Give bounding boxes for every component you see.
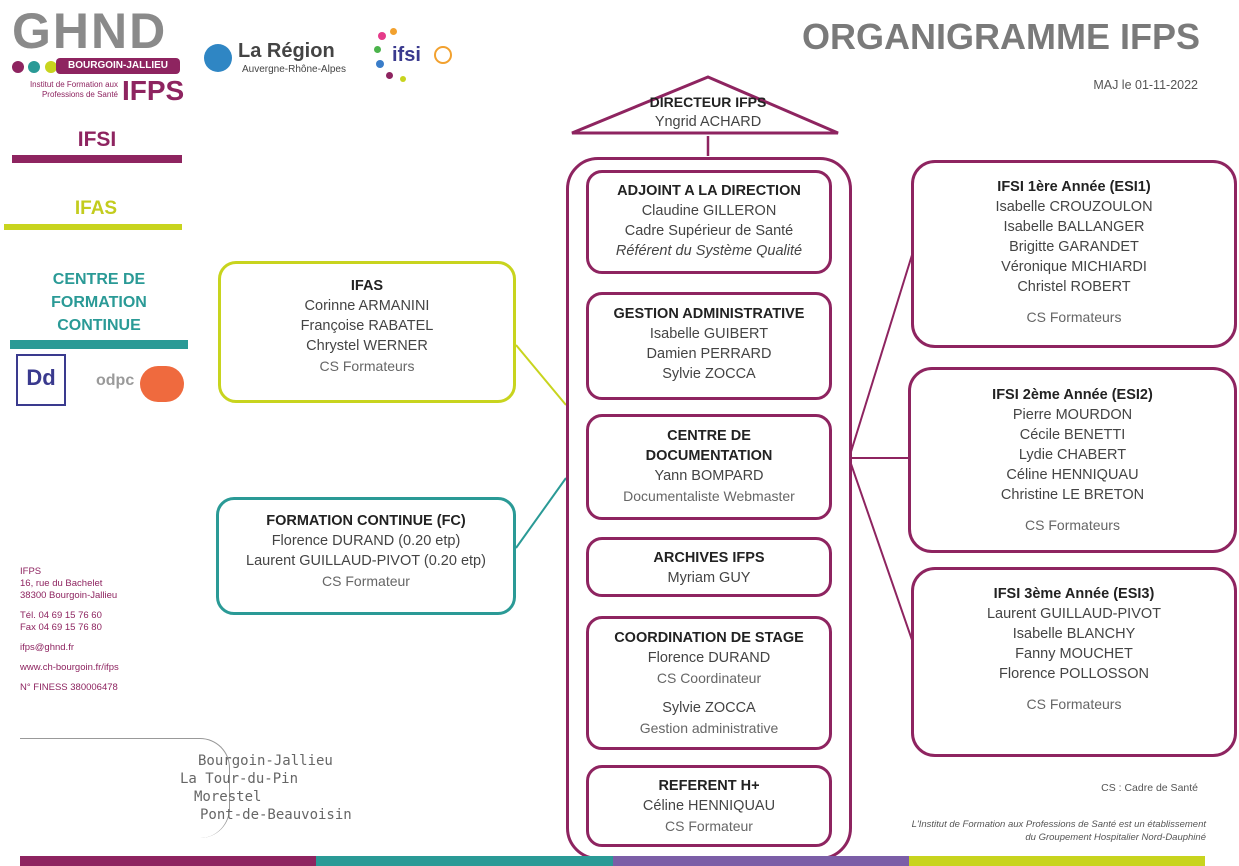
ghnd-wordmark: GHND [12,3,168,59]
email-link[interactable]: ifps@ghnd.fr [20,642,75,653]
formation-continue-box: FORMATION CONTINUE (FC) Florence DURAND … [216,497,516,615]
cs-legend: CS : Cadre de Santé [1101,782,1198,794]
finess-number: N° FINESS 380006478 [20,682,118,693]
odpc-seal [140,366,184,402]
ifsi-logo-seal [434,46,452,64]
region-name: La Région [238,40,335,62]
ifas-box: IFAS Corinne ARMANINI Françoise RABATEL … [218,261,516,403]
sidebar-ifsi-bar [12,155,182,163]
region-icon [204,44,232,72]
referent-box: REFERENT H+ Céline HENNIQUAU CS Formateu… [586,765,832,847]
region-logo: La Région Auvergne-Rhône-Alpes [204,40,349,80]
footer-color-bar [20,856,1205,866]
sidebar-ifas-bar [4,224,182,230]
director-title: DIRECTEUR IFPS [649,94,767,110]
ghnd-city-banner: BOURGOIN-JALLIEU [56,58,180,74]
odpc-logo: odpc [96,366,188,402]
region-sub: Auvergne-Rhône-Alpes [242,64,346,75]
sidebar-cfc-bar [10,340,188,349]
update-date: MAJ le 01-11-2022 [1093,78,1198,92]
ghnd-institut-text: Institut de Formation aux Professions de… [29,80,118,99]
legal-note: L'Institut de Formation aux Professions … [911,819,1206,843]
page-title: ORGANIGRAMME IFPS [801,16,1200,57]
sidebar-ifas-label: IFAS [74,198,118,219]
coordination-box: COORDINATION DE STAGE Florence DURAND CS… [586,616,832,750]
ifps-logo-text: IFPS [122,75,185,106]
archives-box: ARCHIVES IFPS Myriam GUY [586,537,832,597]
odpc-logo-text: odpc [96,372,135,389]
sidebar-ifsi-label: IFSI [77,128,117,151]
documentation-box: CENTRE DE DOCUMENTATION Yann BOMPARD Doc… [586,414,832,520]
ifsi-logo-text: ifsi [392,44,421,66]
ifsi-year1-box: IFSI 1ère Année (ESI1) Isabelle CROUZOUL… [911,160,1237,348]
ifsi-year2-box: IFSI 2ème Année (ESI2) Pierre MOURDON Cé… [908,367,1237,553]
ghnd-logo: GHND BOURGOIN-JALLIEU Institut de Format… [8,6,186,106]
web-link[interactable]: www.ch-bourgoin.fr/ifps [20,662,119,673]
ghnd-dots [12,60,57,78]
ifsi-logo-dots [372,28,422,84]
cities-list: Bourgoin-Jallieu La Tour-du-Pin Morestel… [180,753,352,823]
gestion-box: GESTION ADMINISTRATIVE Isabelle GUIBERT … [586,292,832,400]
ifsi-year3-box: IFSI 3ème Année (ESI3) Laurent GUILLAUD-… [911,567,1237,757]
address-block: IFPS 16, rue du Bachelet 38300 Bourgoin-… [20,566,190,694]
datadock-logo: Dd [16,354,66,406]
ifsi-logo: ifsi [372,26,472,86]
director-name: Yngrid ACHARD [654,114,762,130]
cities-divider [20,738,230,838]
adjoint-box: ADJOINT A LA DIRECTION Claudine GILLERON… [586,170,832,274]
